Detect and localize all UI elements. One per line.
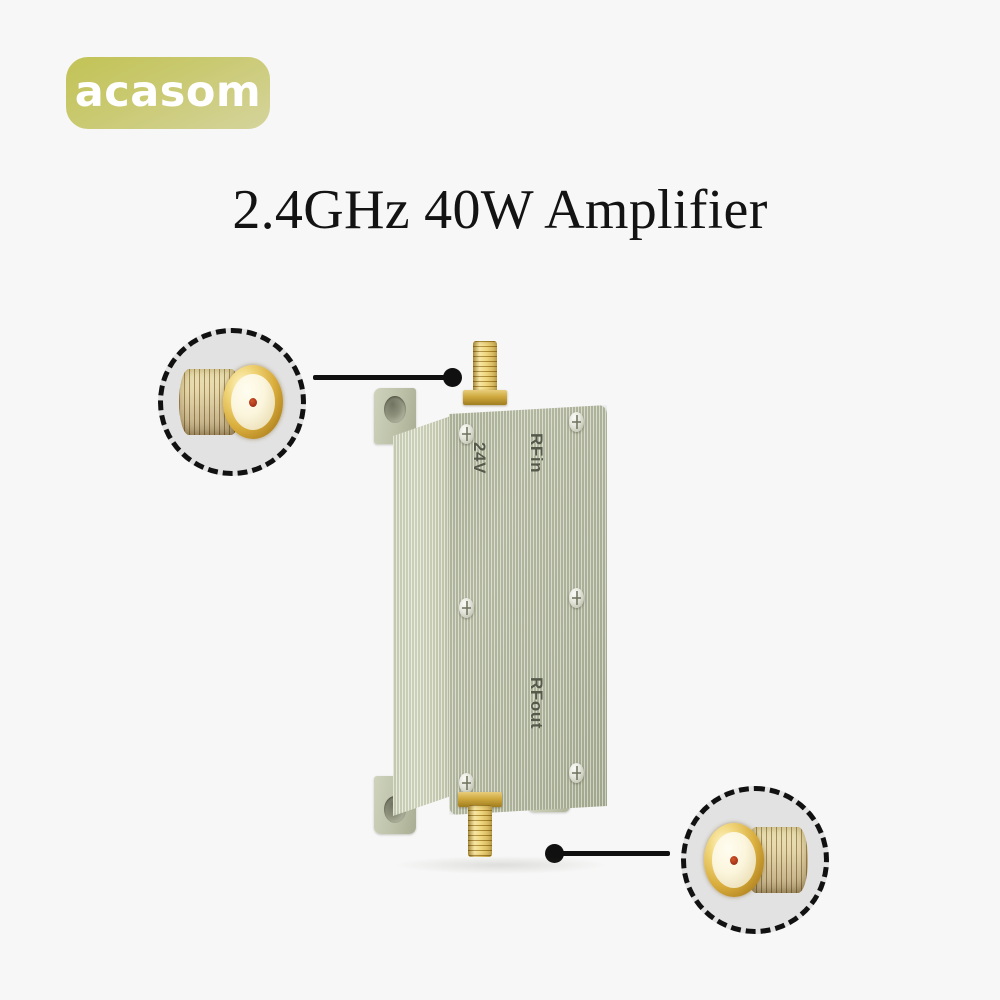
leader-line-rf-input (313, 375, 453, 380)
callout-rf-input-connector (158, 328, 306, 476)
label-power-24v: 24V (470, 442, 489, 475)
label-rf-output: RFout (527, 677, 546, 730)
sma-center-pin-icon (730, 856, 738, 865)
sma-connector-icon (173, 365, 291, 439)
housing-screw (459, 598, 474, 618)
housing-screw (459, 773, 474, 793)
rf-input-sma-connector (463, 341, 507, 407)
sma-thread-barrel-icon (468, 805, 492, 857)
sma-flange-base-icon (458, 792, 502, 807)
brand-logo-label: acasom (74, 66, 262, 117)
leader-dot-rf-output (545, 844, 564, 863)
amplifier-product: 24V RFin RFout (370, 341, 640, 868)
mounting-hole (384, 396, 406, 423)
sma-flange-base-icon (463, 390, 507, 405)
rf-output-sma-connector (458, 792, 502, 858)
housing-side-panel (393, 416, 451, 816)
sma-connector-icon (696, 823, 814, 897)
product-shadow (396, 856, 606, 874)
sma-thread-barrel-icon (473, 341, 497, 393)
page-title: 2.4GHz 40W Amplifier (232, 179, 768, 241)
leader-line-rf-output (552, 851, 670, 856)
leader-dot-rf-input (443, 368, 462, 387)
housing-screw (569, 412, 584, 432)
housing-screw (459, 424, 474, 444)
housing-front-panel: 24V RFin RFout (449, 405, 607, 815)
callout-rf-output-connector (681, 786, 829, 934)
label-rf-input: RFin (527, 433, 546, 474)
brand-logo: acasom (66, 57, 270, 129)
sma-center-pin-icon (249, 398, 257, 407)
housing-screw (569, 763, 584, 783)
housing-screw (569, 588, 584, 608)
